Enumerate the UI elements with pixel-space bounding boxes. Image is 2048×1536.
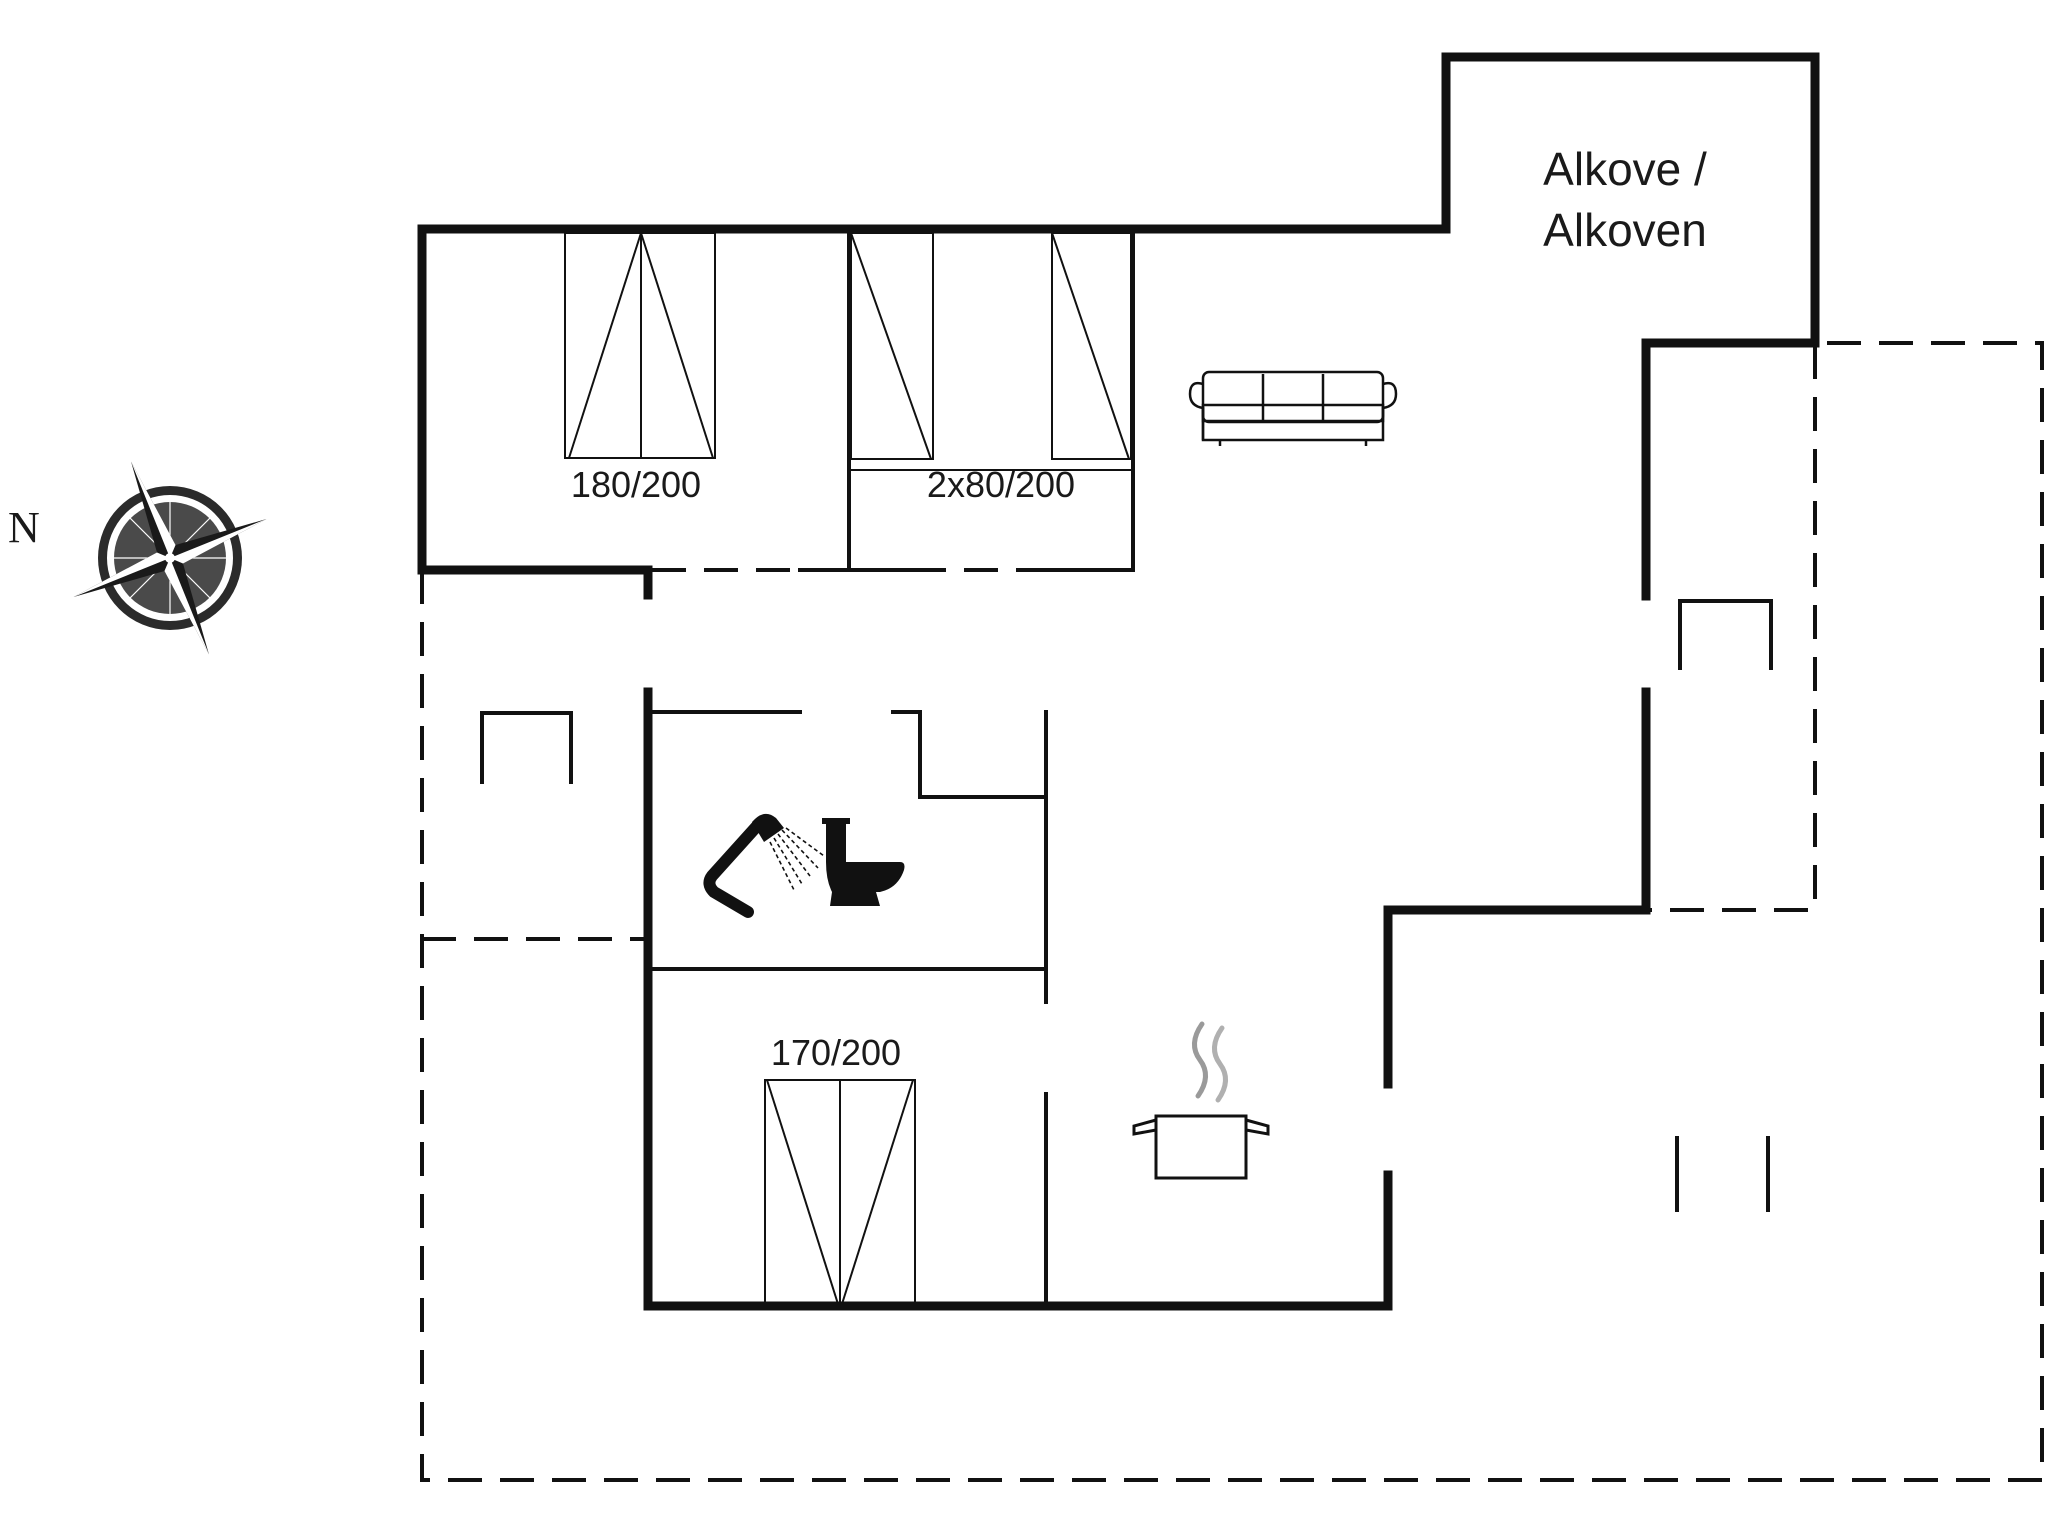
compass-rose-icon <box>73 461 267 655</box>
exterior-walls <box>417 52 1820 1311</box>
bed-icon <box>564 232 1132 1307</box>
toilet-icon <box>822 818 905 906</box>
cooking-pot-icon <box>1132 1021 1270 1180</box>
alcove-label-line2: Alkoven <box>1543 204 1707 256</box>
closet-west <box>480 711 573 784</box>
sofa-icon <box>1188 370 1398 446</box>
closets <box>480 599 1773 1212</box>
interior-walls <box>650 227 1135 1308</box>
bed-label-170: 170/200 <box>771 1032 901 1073</box>
closet-east <box>1678 599 1773 670</box>
north-label: N <box>8 503 40 552</box>
bed-label-2x80: 2x80/200 <box>927 464 1075 505</box>
alcove-label-line1: Alkove / <box>1543 143 1707 195</box>
shower-icon <box>703 813 825 918</box>
bed-label-180: 180/200 <box>571 464 701 505</box>
